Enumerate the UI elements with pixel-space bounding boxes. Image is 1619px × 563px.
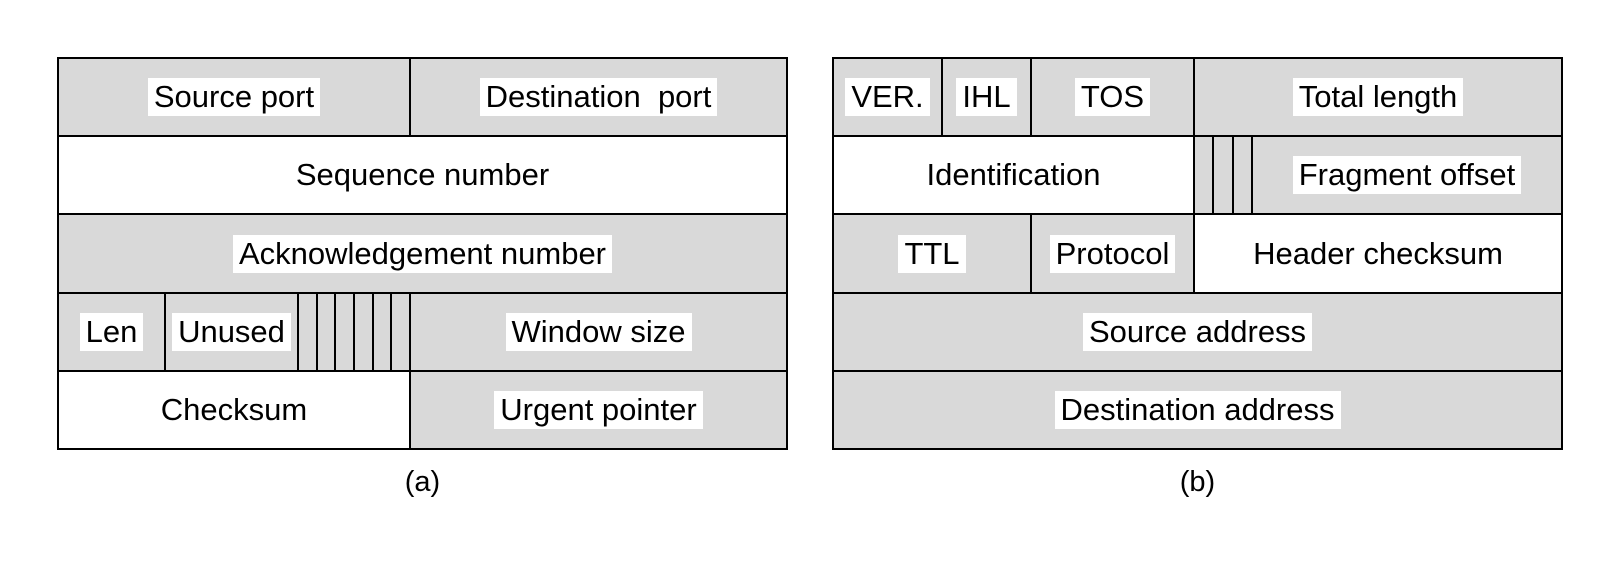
- field-checksum: Checksum: [59, 371, 411, 449]
- row-identification: Identification Fragment offset: [834, 137, 1561, 216]
- row-version: VER. IHL TOS Total length: [834, 59, 1561, 138]
- flag-bit: [392, 293, 410, 370]
- field-source-address: Source address: [834, 293, 1561, 370]
- field-label: Urgent pointer: [494, 390, 703, 429]
- row-destination-address: Destination address: [834, 371, 1561, 449]
- field-label: Header checksum: [1253, 235, 1503, 271]
- field-unused: Unused: [166, 293, 299, 370]
- field-identification: Identification: [834, 137, 1195, 214]
- field-label: Identification: [926, 157, 1101, 193]
- field-total-length: Total length: [1195, 59, 1561, 136]
- field-label: Fragment offset: [1292, 156, 1522, 195]
- caption-a: (a): [404, 466, 441, 498]
- flag-bits: [298, 293, 411, 370]
- row-source-address: Source address: [834, 293, 1561, 372]
- header-diagram-a: Source port Destination port Sequence nu…: [57, 57, 788, 498]
- flag-bit: [336, 293, 355, 370]
- field-sequence-number: Sequence number: [59, 137, 786, 214]
- field-label: Unused: [172, 312, 291, 351]
- field-header-checksum: Header checksum: [1195, 215, 1561, 292]
- flag-bit: [298, 293, 318, 370]
- flag-bit: [1195, 137, 1215, 214]
- field-window-size: Window size: [411, 293, 786, 370]
- field-label: IHL: [956, 78, 1017, 117]
- field-label: Destination port: [479, 78, 718, 117]
- flag-bit: [373, 293, 393, 370]
- row-ports: Source port Destination port: [59, 59, 786, 138]
- flag-bit: [355, 293, 374, 370]
- field-label: TOS: [1074, 78, 1151, 117]
- caption-b: (b): [1179, 466, 1216, 498]
- field-tos: TOS: [1032, 59, 1195, 136]
- row-acknowledgement: Acknowledgement number: [59, 215, 786, 294]
- field-ttl: TTL: [834, 215, 1032, 292]
- field-label: Source port: [147, 78, 321, 117]
- field-label: Window size: [505, 312, 692, 351]
- field-label: Protocol: [1049, 234, 1176, 273]
- row-control: Len Unused Window size: [59, 293, 786, 372]
- flag-bit: [317, 293, 337, 370]
- field-label: Acknowledgement number: [232, 234, 613, 273]
- field-ver: VER.: [834, 59, 943, 136]
- field-source-port: Source port: [59, 59, 411, 136]
- row-ttl: TTL Protocol Header checksum: [834, 215, 1561, 294]
- field-destination-address: Destination address: [834, 371, 1561, 449]
- field-label: Sequence number: [295, 157, 550, 193]
- flag-bits: [1195, 137, 1253, 214]
- row-sequence: Sequence number: [59, 137, 786, 216]
- field-destination-port: Destination port: [411, 59, 786, 136]
- field-urgent-pointer: Urgent pointer: [411, 371, 786, 449]
- header-table-a: Source port Destination port Sequence nu…: [57, 57, 788, 450]
- row-checksum: Checksum Urgent pointer: [59, 371, 786, 449]
- field-protocol: Protocol: [1032, 215, 1195, 292]
- field-label: Len: [79, 312, 144, 351]
- field-len: Len: [59, 293, 166, 370]
- field-label: VER.: [845, 78, 930, 117]
- flag-bit: [1214, 137, 1234, 214]
- field-acknowledgement-number: Acknowledgement number: [59, 215, 786, 292]
- header-table-b: VER. IHL TOS Total length Identification: [832, 57, 1563, 450]
- flag-bit: [1233, 137, 1251, 214]
- field-label: Destination address: [1054, 390, 1341, 429]
- field-label: Source address: [1082, 312, 1313, 351]
- header-diagram-b: VER. IHL TOS Total length Identification: [832, 57, 1563, 498]
- field-label: Checksum: [160, 391, 308, 427]
- field-fragment-offset: Fragment offset: [1253, 137, 1561, 214]
- field-label: TTL: [898, 234, 966, 273]
- field-ihl: IHL: [943, 59, 1032, 136]
- field-label: Total length: [1292, 78, 1464, 117]
